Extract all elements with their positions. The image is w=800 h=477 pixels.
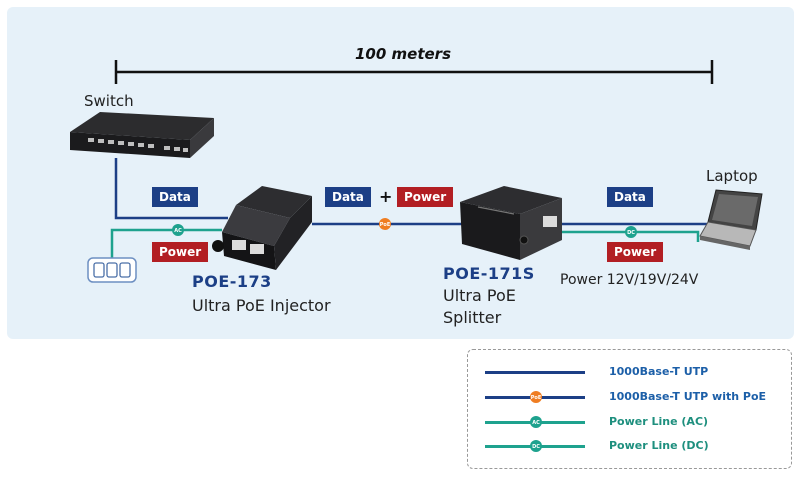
data-tag-laptop: Data [607, 187, 653, 207]
poe-marker-icon: PoE [530, 391, 542, 403]
data-tag-poe: Data [325, 187, 371, 207]
dc-marker: DC [625, 226, 637, 238]
distance-dimension [114, 60, 714, 84]
ac-marker-icon: AC [530, 416, 542, 428]
splitter-device [460, 186, 562, 260]
svg-text:PoE: PoE [531, 395, 542, 401]
plus-sign: + [379, 187, 393, 206]
switch-label: Switch [84, 92, 134, 110]
injector-device [212, 186, 312, 270]
power-tag-ac: Power [152, 242, 209, 262]
dc-power-line [562, 230, 700, 242]
injector-description: Ultra PoE Injector [192, 296, 331, 315]
ac-power-line [110, 228, 222, 258]
dc-marker-icon: DC [530, 440, 542, 452]
splitter-description-line1: Ultra PoE [443, 286, 516, 305]
injector-model: POE-173 [192, 272, 272, 291]
distance-label: 100 meters [355, 45, 452, 63]
ac-marker: AC [172, 224, 184, 236]
legend-line-utp [485, 371, 585, 374]
data-cable-switch-injector [114, 158, 228, 220]
splitter-description-line2: Splitter [443, 308, 502, 327]
legend-label: Power Line (DC) [609, 439, 709, 452]
data-tag-switch: Data [152, 187, 198, 207]
network-diagram: AC PoE DC [70, 60, 763, 283]
splitter-output-power: Power 12V/19V/24V [560, 272, 699, 288]
power-tag-dc: Power [607, 242, 664, 262]
legend: 1000Base-T UTP PoE 1000Base-T UTP with P… [467, 349, 792, 469]
power-tag-poe: Power [397, 187, 454, 207]
svg-text:AC: AC [174, 228, 182, 234]
svg-text:AC: AC [532, 420, 540, 426]
legend-label: 1000Base-T UTP with PoE [609, 390, 767, 403]
poe-marker: PoE [379, 218, 391, 230]
diagram-panel [7, 7, 794, 339]
switch-device [70, 112, 214, 158]
laptop-device [699, 189, 763, 250]
power-outlet-icon [87, 257, 137, 283]
laptop-label: Laptop [706, 167, 758, 185]
svg-text:PoE: PoE [380, 222, 391, 228]
legend-label: Power Line (AC) [609, 415, 709, 428]
splitter-model: POE-171S [443, 264, 535, 283]
legend-label: 1000Base-T UTP [609, 365, 709, 378]
svg-text:DC: DC [627, 230, 635, 236]
svg-text:DC: DC [532, 444, 540, 450]
